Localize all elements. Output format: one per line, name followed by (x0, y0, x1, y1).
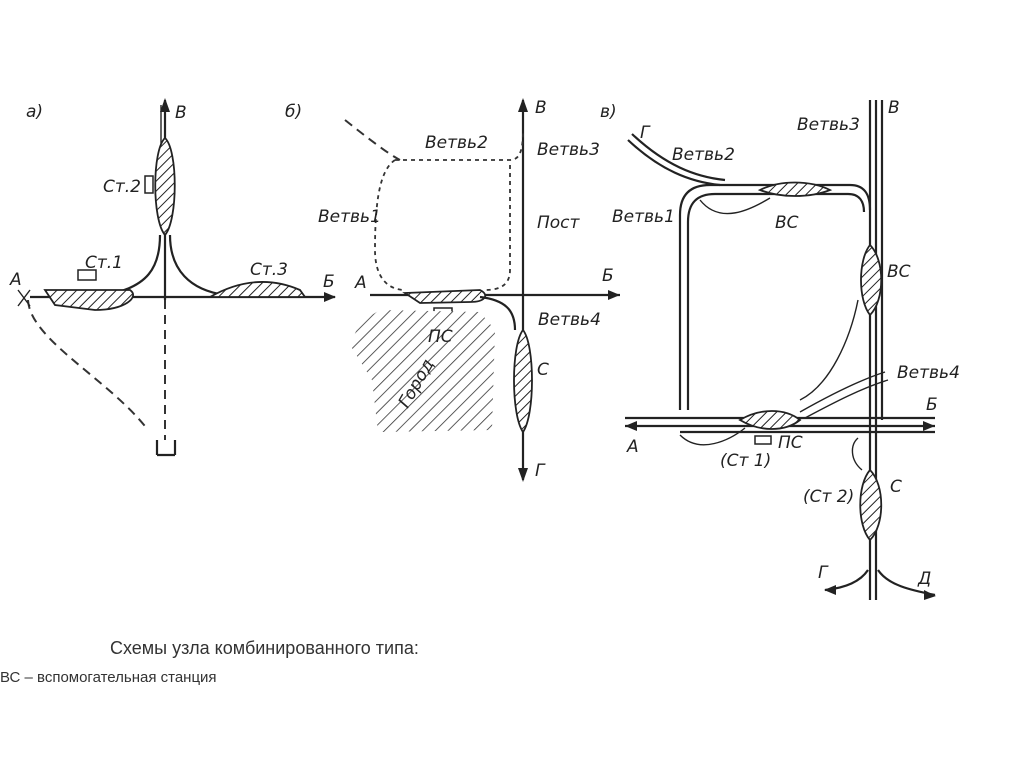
station-2 (154, 136, 176, 237)
panel-a: а) В Ст.2 А Б Ст.1 Ст.3 (9, 98, 336, 457)
label-branch1: Ветвь1 (612, 207, 675, 227)
label-post: Пост (537, 213, 581, 233)
panel-v-tag: в) (600, 102, 617, 122)
label-vs-top: ВС (775, 213, 799, 233)
label-vs-right: ВС (887, 262, 911, 282)
station-ps (738, 410, 802, 430)
label-branch4: Ветвь4 (538, 310, 601, 330)
station-1-building (77, 269, 97, 281)
label-b: Б (323, 272, 335, 292)
station-2-building (144, 175, 154, 194)
label-ps: ПС (778, 433, 803, 453)
station-s (513, 328, 533, 434)
label-branch3: Ветвь3 (797, 115, 860, 135)
label-st1: Ст.1 (85, 253, 123, 273)
label-a: А (354, 273, 367, 293)
label-g: Г (535, 461, 546, 481)
station-ps-building (754, 435, 772, 445)
label-ps: ПС (428, 327, 453, 347)
station-vs-top (757, 181, 833, 197)
label-branch3: Ветвь3 (537, 140, 600, 160)
station-1 (43, 289, 134, 311)
label-v: В (888, 98, 900, 118)
label-a: А (626, 437, 639, 457)
label-b: Б (926, 395, 938, 415)
panel-b-tag: б) (285, 102, 302, 122)
label-s: С (537, 360, 549, 380)
arrow-v (160, 98, 170, 112)
panel-a-tag: а) (26, 102, 43, 122)
station-s (859, 468, 883, 542)
label-branch1: Ветвь1 (318, 207, 381, 227)
loop-outer (678, 183, 872, 410)
label-g: Г (818, 563, 829, 583)
label-d: Д (917, 569, 931, 589)
caption-legend: ВС – вспомогательная станция (0, 669, 217, 686)
label-st2: Ст.2 (103, 177, 141, 197)
caption-title: Схемы узла комбинированного типа: (110, 638, 419, 658)
label-st3: Ст.3 (250, 260, 288, 280)
station-hub (402, 289, 487, 304)
label-v: В (535, 98, 547, 118)
station-vs-right (860, 243, 883, 317)
panel-v: в) В Ветвь3 Г Ветвь2 Ветвь1 ВС ВС А Б (600, 98, 960, 600)
label-branch2: Ветвь2 (425, 133, 488, 153)
label-st2: (Ст 2) (803, 487, 854, 507)
label-g-top: Г (640, 123, 651, 143)
label-v: В (175, 103, 187, 123)
label-b: Б (602, 266, 614, 286)
station-3 (206, 281, 307, 298)
label-branch4: Ветвь4 (897, 363, 960, 383)
panel-b: б) В Г А Б Ветвь2 Ветвь3 Ветвь1 Пост Вет… (285, 98, 620, 482)
label-a: А (9, 270, 22, 290)
city-area (350, 310, 495, 432)
loop-inner (686, 192, 866, 410)
label-branch2: Ветвь2 (672, 145, 735, 165)
label-s: С (890, 477, 902, 497)
label-st1: (Ст 1) (720, 451, 771, 471)
